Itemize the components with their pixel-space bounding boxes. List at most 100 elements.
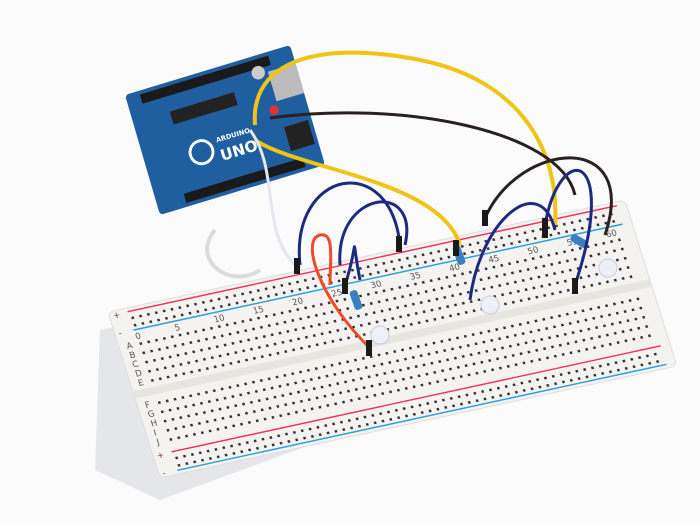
breadboard-hole	[318, 405, 322, 409]
breadboard-hole	[466, 344, 470, 347]
breadboard-hole	[157, 401, 161, 405]
breadboard-hole	[343, 270, 347, 274]
breadboard-hole	[323, 341, 327, 345]
breadboard-hole	[299, 346, 304, 350]
breadboard-hole	[268, 406, 272, 410]
center-channel	[132, 279, 653, 399]
breadboard-hole	[653, 352, 657, 356]
breadboard-hole	[620, 300, 624, 304]
breadboard-hole	[243, 299, 247, 303]
breadboard-hole	[453, 303, 458, 307]
breadboard-hole	[342, 428, 346, 432]
breadboard-hole	[303, 278, 307, 282]
wire-black	[269, 111, 577, 196]
breadboard-hole	[246, 391, 251, 395]
column-number: 0	[134, 331, 142, 342]
breadboard-hole	[426, 402, 430, 405]
breadboard-hole	[592, 263, 596, 267]
breadboard-hole	[534, 266, 538, 270]
breadboard-hole	[638, 356, 642, 360]
breadboard-hole	[589, 254, 593, 258]
breadboard-hole	[205, 420, 209, 424]
breadboard-hole	[502, 243, 506, 247]
breadboard-hole	[257, 399, 261, 403]
breadboard-hole	[532, 339, 536, 343]
breadboard-hole	[547, 336, 552, 340]
breadboard-hole	[379, 412, 383, 416]
breadboard-hole	[284, 350, 288, 354]
breadboard-hole	[152, 358, 157, 362]
breadboard-hole	[618, 320, 622, 324]
breadboard-hole	[437, 277, 441, 281]
breadboard-hole	[339, 420, 344, 424]
breadboard-hole	[339, 391, 343, 395]
breadboard-hole	[211, 306, 216, 310]
breadboard-hole	[343, 297, 347, 301]
column-number: 30	[370, 279, 384, 291]
breadboard-hole	[404, 414, 409, 418]
column-number: 55	[566, 237, 580, 249]
breadboard-hole	[300, 429, 304, 433]
breadboard-hole	[290, 289, 294, 293]
column-number: 15	[252, 305, 266, 317]
breadboard-hole	[468, 243, 472, 247]
breadboard-hole	[560, 323, 564, 327]
breadboard-hole	[176, 406, 180, 410]
breadboard-hole	[346, 336, 351, 340]
breadboard-hole	[366, 292, 370, 296]
breadboard-hole	[245, 441, 249, 445]
breadboard-hole	[515, 232, 519, 236]
breadboard-hole	[475, 371, 479, 375]
breadboard-hole	[425, 319, 429, 323]
breadboard-hole	[411, 302, 415, 306]
breadboard-hole	[402, 407, 406, 411]
rail-minus-bottom: -	[161, 469, 167, 479]
breadboard-hole	[296, 308, 300, 312]
breadboard-hole	[182, 372, 186, 376]
breadboard-hole	[447, 255, 451, 259]
breadboard-hole	[505, 282, 510, 286]
breadboard-hole	[568, 268, 572, 272]
breadboard-hole	[206, 449, 210, 453]
breadboard-hole	[244, 411, 249, 415]
breadboard-hole	[273, 395, 277, 399]
row-letter: I	[153, 429, 158, 439]
breadboard-hole	[586, 217, 590, 221]
breadboard-hole	[281, 394, 285, 397]
breadboard-hole	[262, 335, 266, 338]
breadboard-hole	[221, 363, 225, 367]
breadboard-hole	[373, 393, 377, 397]
breadboard-hole	[445, 275, 449, 279]
breadboard-hole	[224, 426, 228, 430]
breadboard-hole	[164, 316, 169, 320]
row-letter: A	[125, 341, 134, 352]
breadboard-hole	[406, 284, 410, 288]
breadboard-hole	[582, 338, 586, 342]
breadboard-hole	[292, 348, 296, 352]
breadboard-hole	[139, 342, 143, 346]
breadboard-hole	[540, 284, 544, 288]
breadboard-hole	[256, 316, 261, 320]
breadboard-hole	[525, 238, 529, 242]
breadboard-hole	[253, 439, 257, 443]
breadboard-hole	[220, 387, 224, 391]
breadboard-hole	[433, 317, 437, 321]
breadboard-hole	[181, 342, 185, 346]
breadboard-hole	[294, 410, 299, 414]
breadboard-hole	[584, 265, 588, 269]
breadboard-hole	[294, 381, 298, 385]
breadboard-hole	[335, 299, 339, 303]
breadboard-hole	[463, 281, 467, 285]
breadboard-hole	[592, 316, 596, 320]
breadboard-hole	[514, 390, 518, 394]
breadboard-hole	[283, 373, 287, 377]
breadboard-hole	[616, 341, 620, 345]
breadboard-hole	[623, 310, 627, 313]
breadboard-hole	[414, 311, 418, 315]
breadboard-hole	[198, 451, 202, 455]
breadboard-hole	[572, 228, 577, 232]
breadboard-hole	[202, 328, 206, 332]
breadboard-hole	[229, 415, 233, 419]
breadboard-hole	[348, 369, 353, 373]
breadboard-hole	[372, 364, 376, 368]
